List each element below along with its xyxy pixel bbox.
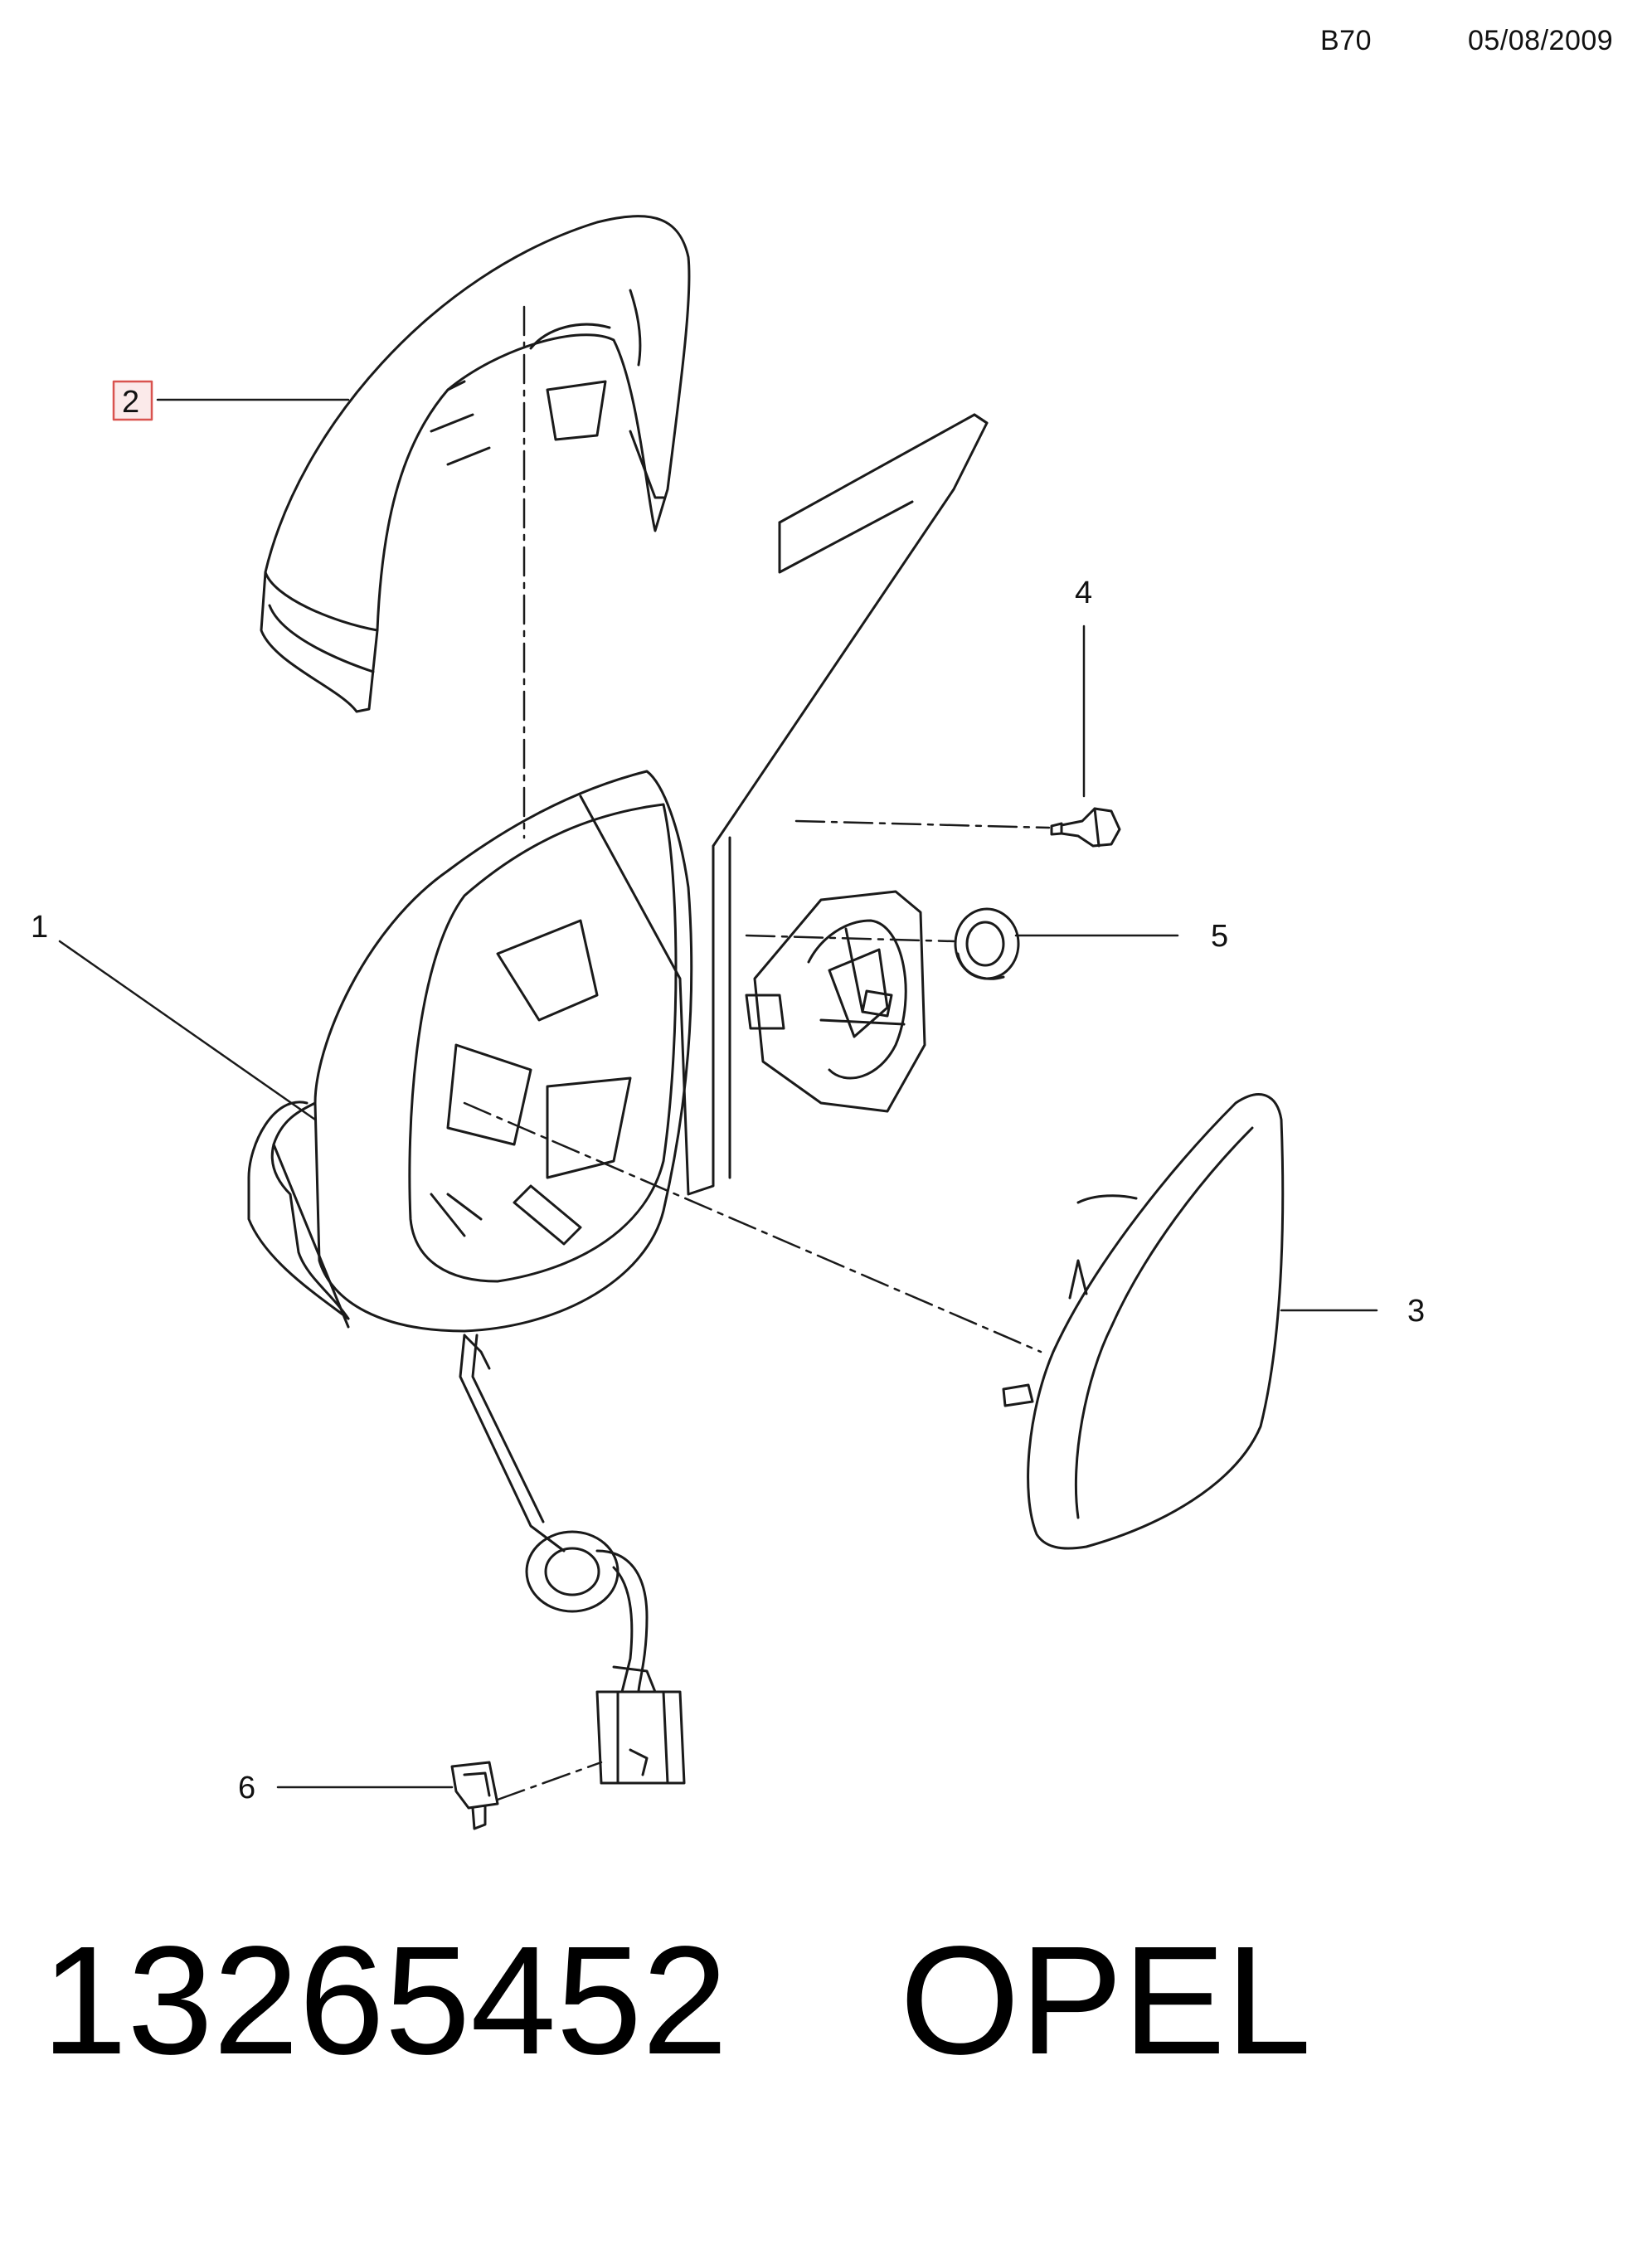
mirror-housing-drawing[interactable] bbox=[247, 770, 693, 1370]
callout-labels: 1 2 3 4 5 6 bbox=[31, 385, 1425, 1805]
diagram-date: 05/08/2009 bbox=[1468, 25, 1614, 56]
callout-2-highlight-box bbox=[112, 380, 153, 421]
mirror-glass-drawing[interactable] bbox=[1002, 1093, 1285, 1550]
callout-label-3[interactable]: 3 bbox=[1407, 1294, 1425, 1329]
assembly-guide-lines bbox=[463, 305, 1051, 1801]
grommet-drawing[interactable] bbox=[954, 907, 1020, 980]
brand-name: OPEL bbox=[900, 1915, 1312, 2087]
mirror-mount-arm-drawing[interactable] bbox=[579, 413, 989, 1196]
mirror-cover-cap-drawing[interactable] bbox=[260, 215, 691, 713]
diagram-code: B70 bbox=[1320, 25, 1372, 56]
callout-label-6[interactable]: 6 bbox=[238, 1771, 255, 1805]
part-number: 13265452 bbox=[41, 1915, 728, 2087]
callout-leader-lines bbox=[58, 398, 1378, 1789]
callout-label-2[interactable]: 2 bbox=[122, 385, 139, 420]
callout-label-1[interactable]: 1 bbox=[31, 910, 48, 945]
adjustment-motor-drawing[interactable] bbox=[745, 890, 926, 1113]
screw-drawing[interactable] bbox=[1050, 807, 1121, 848]
wiring-harness-drawing[interactable] bbox=[459, 1334, 686, 1785]
callout-label-5[interactable]: 5 bbox=[1211, 919, 1228, 954]
connector-clip-drawing[interactable] bbox=[450, 1761, 499, 1830]
callout-label-4[interactable]: 4 bbox=[1075, 576, 1092, 610]
